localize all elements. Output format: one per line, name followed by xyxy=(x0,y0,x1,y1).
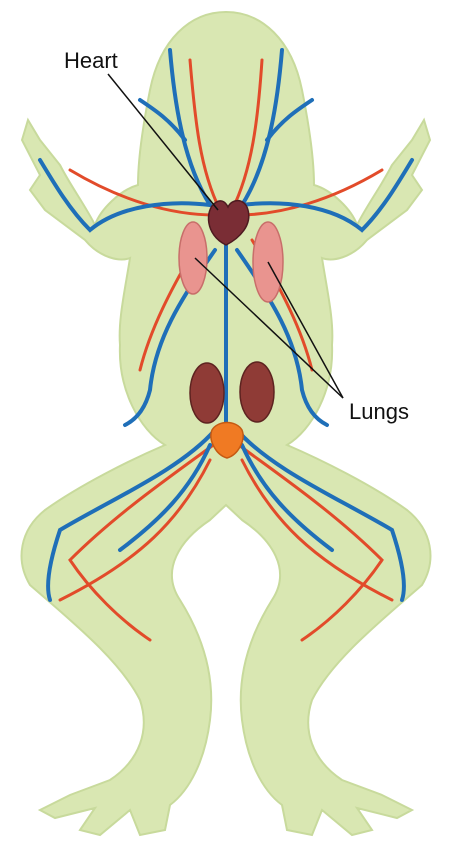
lungs-label: Lungs xyxy=(349,399,409,425)
heart-label: Heart xyxy=(64,48,118,74)
kidney-right xyxy=(240,362,274,422)
lung-left xyxy=(179,222,207,294)
kidney-left xyxy=(190,363,224,423)
